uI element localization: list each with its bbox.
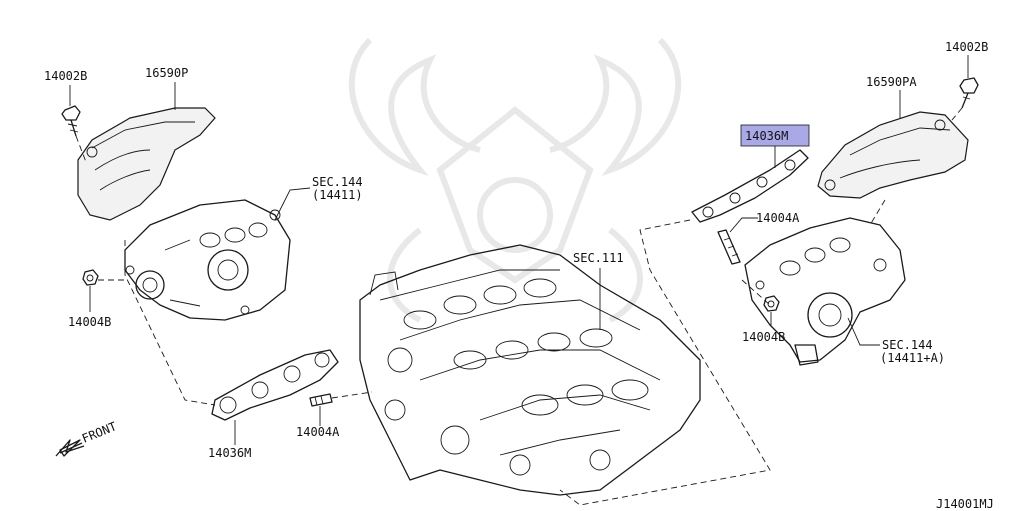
front-arrow [55,439,85,457]
stud-left[interactable] [309,393,333,407]
leader-stud-right [729,217,758,233]
label-sec-left-sub: (14411) [312,188,363,202]
gasket-left[interactable] [211,349,339,421]
exhaust-manifold-left [124,199,291,321]
label-gasket-left[interactable]: 14036M [208,446,251,460]
assembly-line-heat-right [869,199,886,226]
highlight-box [740,124,810,147]
label-front: FRONT [80,419,119,446]
stud-right[interactable] [717,229,741,265]
label-heat-insulator-left[interactable]: 16590P [145,66,188,80]
label-nut-left[interactable]: 14004B [68,315,111,329]
engine-block [359,244,701,496]
label-sec-right[interactable]: SEC.144 [882,338,933,352]
assembly-lines-left [75,135,373,406]
label-heat-insulator-right[interactable]: 16590PA [866,75,917,89]
label-stud-left[interactable]: 14004A [296,425,340,439]
heat-insulator-left[interactable] [77,107,216,221]
leader-sec-left [274,187,311,221]
leader-sec-right [847,317,880,346]
label-sec-right-sub: (14411+A) [880,351,945,365]
label-gasket-right[interactable]: 14036M [745,129,788,143]
label-bolt-right[interactable]: 14002B [945,40,988,54]
exhaust-manifold-right [744,217,906,366]
label-sec-left[interactable]: SEC.144 [312,175,363,189]
gasket-right[interactable] [691,149,809,223]
watermark-logo [348,37,682,323]
bolt-right[interactable] [959,77,979,109]
heat-insulator-right[interactable] [817,111,969,199]
diagram-code: J14001MJ [936,497,994,511]
label-nut-right[interactable]: 14004B [742,330,785,344]
label-stud-right[interactable]: 14004A [756,211,800,225]
bolt-left[interactable] [61,105,81,137]
assembly-line-bolt-right [951,107,963,121]
label-sec-center[interactable]: SEC.111 [573,251,624,265]
nut-left[interactable] [82,269,99,286]
nut-right[interactable] [763,295,780,312]
label-bolt-left[interactable]: 14002B [44,69,87,83]
